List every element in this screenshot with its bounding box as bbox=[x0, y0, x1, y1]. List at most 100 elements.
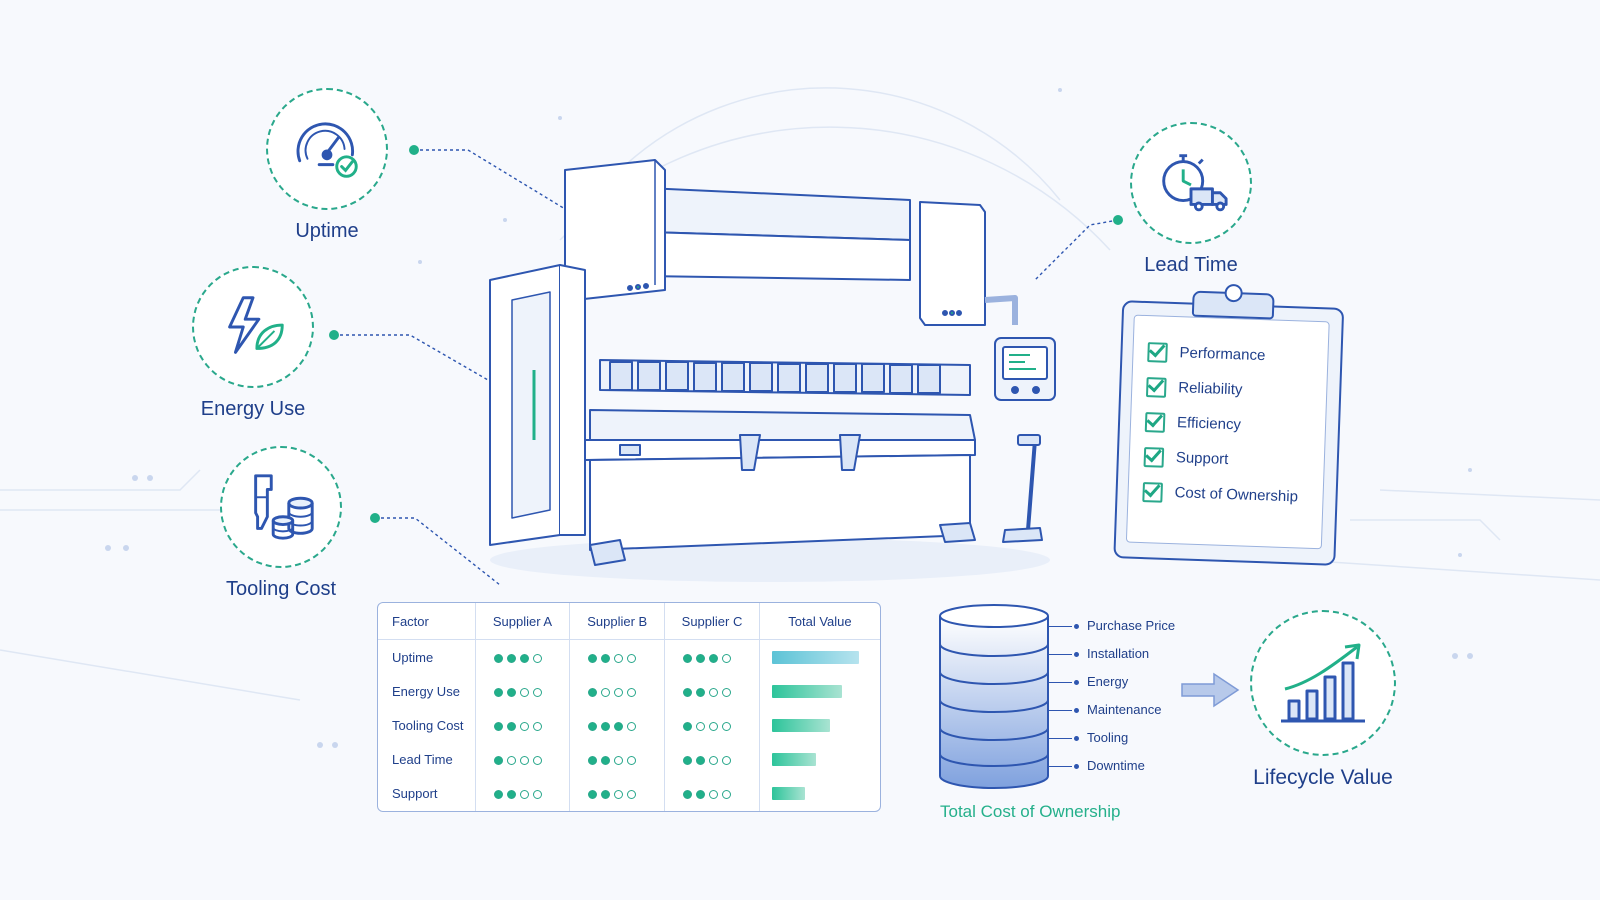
total-cost-of-ownership-stack bbox=[934, 604, 1134, 814]
rating-dot-empty-icon bbox=[627, 653, 637, 663]
rating-dot-filled-icon bbox=[588, 790, 598, 800]
table-row: Support bbox=[378, 776, 880, 811]
factor-label-tooling: Tooling Cost bbox=[225, 578, 337, 600]
factor-label-lead-time: Lead Time bbox=[1144, 254, 1238, 276]
table-row: Uptime bbox=[378, 640, 880, 675]
rating-dot-filled-icon bbox=[614, 722, 624, 732]
checklist-item-label: Reliability bbox=[1178, 379, 1243, 399]
checklist-item: Cost of Ownership bbox=[1142, 474, 1323, 515]
rating-dot-filled-icon bbox=[506, 722, 516, 732]
rating-dot-empty-icon bbox=[722, 653, 732, 663]
rating-dot-empty-icon bbox=[709, 756, 719, 766]
rating-dot-filled-icon bbox=[601, 653, 611, 663]
rating-dot-filled-icon bbox=[683, 756, 693, 766]
rating-dot-filled-icon bbox=[683, 722, 693, 732]
bullet-dot-icon bbox=[1074, 651, 1079, 657]
rating-dot-empty-icon bbox=[696, 722, 706, 732]
rating-dot-empty-icon bbox=[722, 756, 732, 766]
total-value-bar bbox=[771, 753, 816, 767]
rating-dot-filled-icon bbox=[506, 790, 516, 800]
rating-dot-empty-icon bbox=[506, 756, 516, 766]
total-value-bar bbox=[771, 684, 842, 698]
bullet-dot-icon bbox=[1074, 679, 1079, 685]
rating-dot-filled-icon bbox=[588, 722, 598, 732]
right-arrow-icon bbox=[1181, 672, 1240, 708]
rating-dot-filled-icon bbox=[588, 653, 598, 663]
rating-dot-filled-icon bbox=[696, 790, 706, 800]
rating-dot-filled-icon bbox=[519, 653, 529, 663]
table-row: Tooling Cost bbox=[378, 708, 880, 743]
checklist: Performance Reliability Efficiency Suppo… bbox=[1128, 316, 1329, 516]
rating-dot-empty-icon bbox=[532, 653, 542, 663]
column-header-supplier-b: Supplier B bbox=[570, 603, 666, 640]
tco-cost-label: Downtime bbox=[1087, 758, 1145, 773]
clipboard-paper: Performance Reliability Efficiency Suppo… bbox=[1125, 314, 1330, 550]
rating-dot-empty-icon bbox=[709, 790, 719, 800]
checklist-item-label: Efficiency bbox=[1176, 414, 1242, 434]
rating-dot-empty-icon bbox=[614, 653, 624, 663]
column-header-supplier-a: Supplier A bbox=[475, 603, 571, 640]
rating-dot-empty-icon bbox=[627, 687, 637, 697]
tco-cost-label: Tooling bbox=[1087, 730, 1129, 745]
stopwatch-truck-icon bbox=[1130, 122, 1252, 244]
supplier-b-rating bbox=[570, 776, 666, 811]
row-factor-label: Uptime bbox=[378, 640, 476, 675]
supplier-b-rating bbox=[570, 640, 666, 675]
rating-dot-empty-icon bbox=[627, 790, 637, 800]
rating-dot-filled-icon bbox=[696, 653, 706, 663]
total-value-cell bbox=[760, 674, 880, 708]
rating-dot-filled-icon bbox=[493, 722, 503, 732]
total-value-bar bbox=[771, 718, 830, 732]
rating-dot-filled-icon bbox=[506, 687, 516, 697]
database-stack-icon bbox=[939, 604, 1049, 789]
supplier-a-rating bbox=[476, 708, 571, 743]
checkbox-checked-icon bbox=[1145, 376, 1167, 398]
factor-tooling: Tooling Cost bbox=[220, 446, 342, 601]
row-factor-label: Tooling Cost bbox=[378, 708, 476, 743]
rating-dot-empty-icon bbox=[519, 756, 529, 766]
tco-cost-label: Purchase Price bbox=[1087, 618, 1176, 633]
tco-cost-item: Energy bbox=[1048, 668, 1175, 696]
factor-label-uptime: Uptime bbox=[295, 220, 359, 242]
rating-dot-empty-icon bbox=[627, 722, 637, 732]
supplier-a-rating bbox=[476, 640, 571, 675]
rating-dot-filled-icon bbox=[601, 722, 611, 732]
rating-dot-empty-icon bbox=[614, 790, 624, 800]
rating-dot-empty-icon bbox=[722, 722, 732, 732]
factor-label-energy: Energy Use bbox=[200, 398, 306, 420]
tco-cost-item: Downtime bbox=[1048, 752, 1175, 780]
total-value-cell bbox=[760, 743, 880, 777]
checklist-item-label: Cost of Ownership bbox=[1174, 484, 1299, 506]
supplier-c-rating bbox=[665, 776, 760, 811]
table-row: Energy Use bbox=[378, 674, 880, 709]
total-value-bar bbox=[771, 650, 859, 664]
supplier-c-rating bbox=[665, 640, 760, 675]
supplier-comparison-table: Factor Supplier A Supplier B Supplier C … bbox=[377, 602, 881, 812]
column-header-factor: Factor bbox=[378, 603, 476, 640]
growth-chart-icon bbox=[1250, 610, 1396, 756]
bullet-dot-icon bbox=[1074, 763, 1079, 769]
rating-dot-filled-icon bbox=[696, 756, 706, 766]
column-header-total-value: Total Value bbox=[759, 603, 880, 640]
tco-title: Total Cost of Ownership bbox=[940, 802, 1121, 821]
gauge-check-icon bbox=[266, 88, 388, 210]
lifecycle-value: Lifecycle Value bbox=[1250, 610, 1396, 790]
press-brake-machine-illustration bbox=[489, 159, 1056, 582]
checklist-item-label: Support bbox=[1175, 449, 1229, 468]
tco-cost-item: Tooling bbox=[1048, 724, 1175, 752]
rating-dot-empty-icon bbox=[722, 687, 732, 697]
row-factor-label: Lead Time bbox=[378, 742, 476, 777]
table-header-row: Factor Supplier A Supplier B Supplier C … bbox=[378, 603, 880, 640]
factor-energy: Energy Use bbox=[192, 266, 314, 421]
lifecycle-value-label: Lifecycle Value bbox=[1253, 766, 1393, 789]
rating-dot-filled-icon bbox=[601, 756, 611, 766]
bullet-dot-icon bbox=[1074, 735, 1079, 741]
rating-dot-filled-icon bbox=[588, 687, 598, 697]
tco-cost-label: Energy bbox=[1087, 674, 1129, 689]
supplier-b-rating bbox=[570, 708, 666, 743]
rating-dot-empty-icon bbox=[532, 790, 542, 800]
rating-dot-filled-icon bbox=[493, 653, 503, 663]
table-row: Lead Time bbox=[378, 742, 880, 777]
checkbox-checked-icon bbox=[1143, 446, 1165, 468]
total-value-bar bbox=[771, 787, 805, 801]
